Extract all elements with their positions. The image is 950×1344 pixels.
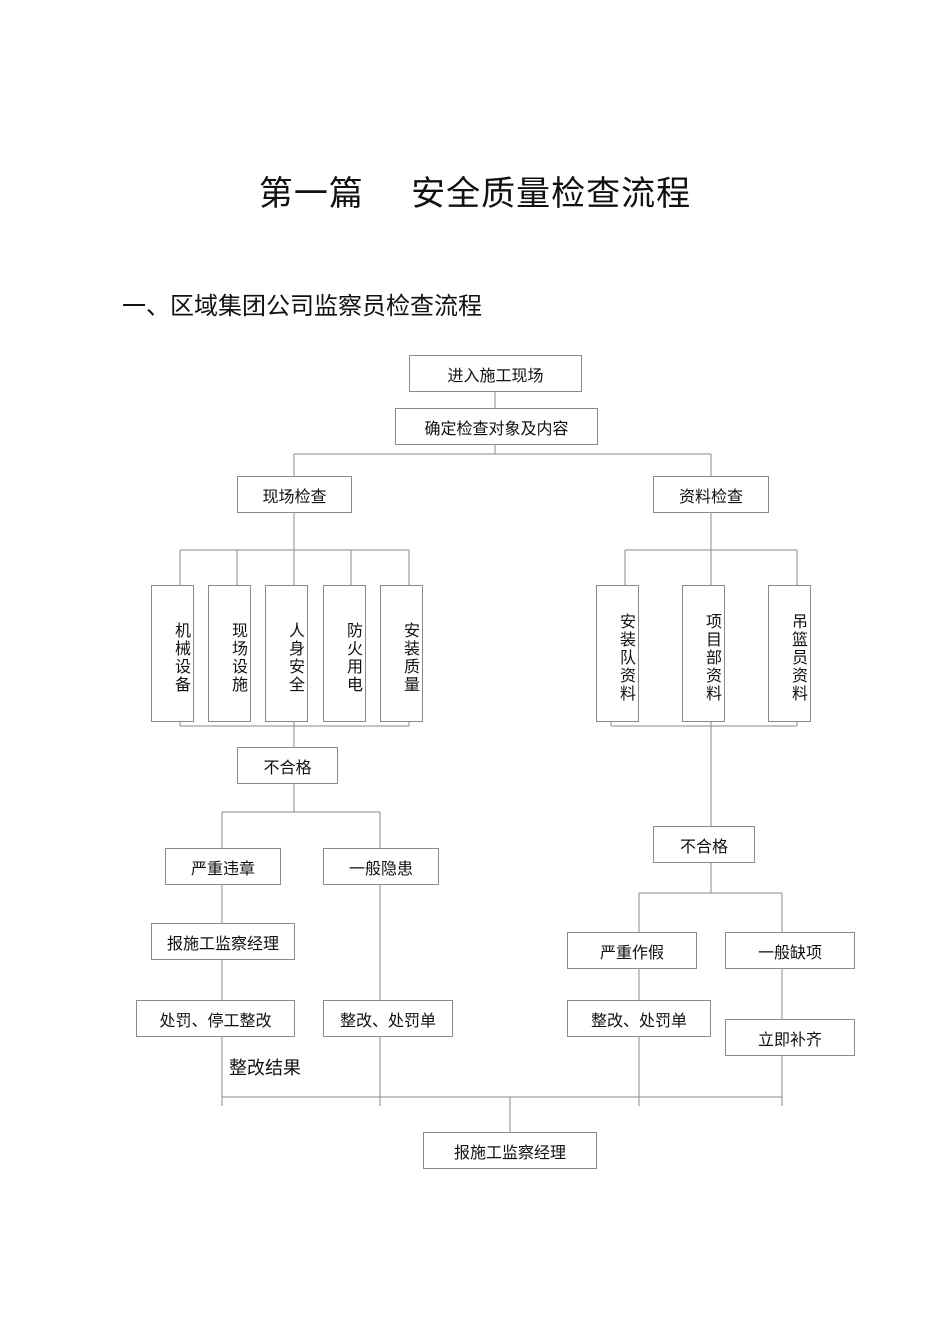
node-site-facilities: 现场设施 [208, 585, 251, 722]
node-install-team-docs: 安装队资料 [596, 585, 639, 722]
node-immediate-supplement: 立即补齐 [725, 1019, 855, 1056]
node-report-manager-left: 报施工监察经理 [151, 923, 295, 960]
node-general-hazard: 一般隐患 [323, 848, 439, 885]
node-determine-target: 确定检查对象及内容 [395, 408, 598, 445]
node-serious-fraud: 严重作假 [567, 932, 697, 969]
page-title: 第一篇 安全质量检查流程 [258, 174, 692, 214]
node-fire-electric: 防火用电 [323, 585, 366, 722]
node-basket-docs: 吊篮员资料 [768, 585, 811, 722]
node-rectify-penalty-right: 整改、处罚单 [567, 1000, 711, 1037]
node-general-missing: 一般缺项 [725, 932, 855, 969]
node-install-quality: 安装质量 [380, 585, 423, 722]
node-document-inspection: 资料检查 [653, 476, 769, 513]
node-rectify-penalty-left: 整改、处罚单 [323, 1000, 453, 1037]
node-enter-site: 进入施工现场 [409, 355, 582, 392]
node-penalty-stop: 处罚、停工整改 [136, 1000, 295, 1037]
section-heading: 一、区域集团公司监察员检查流程 [122, 292, 482, 320]
rectify-result-label: 整改结果 [229, 1058, 301, 1079]
node-final-report: 报施工监察经理 [423, 1132, 597, 1169]
node-serious-violation: 严重违章 [165, 848, 281, 885]
node-machinery: 机械设备 [151, 585, 194, 722]
node-site-inspection: 现场检查 [237, 476, 352, 513]
node-unqualified-left: 不合格 [237, 747, 338, 784]
node-unqualified-right: 不合格 [653, 826, 755, 863]
node-personal-safety: 人身安全 [265, 585, 308, 722]
node-project-dept-docs: 项目部资料 [682, 585, 725, 722]
